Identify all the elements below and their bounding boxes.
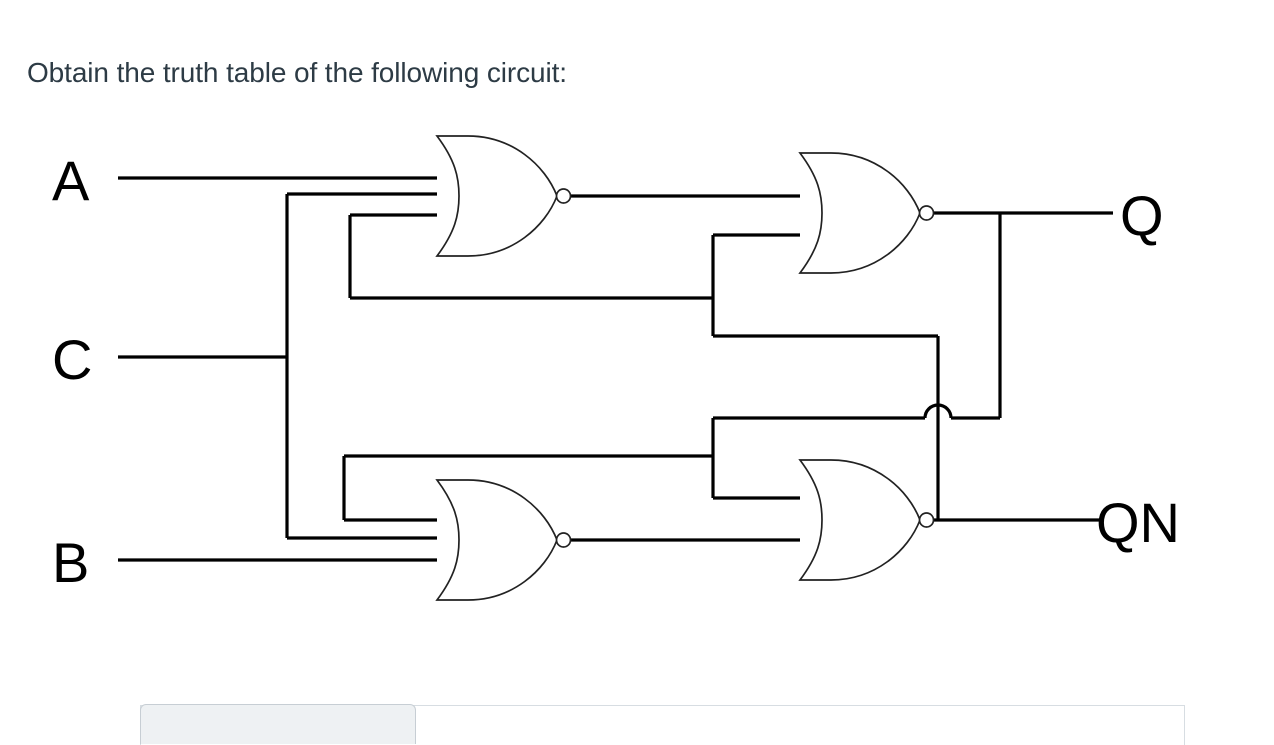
gate-nor-2input-top-right (798, 152, 935, 274)
gate-nor-2input-bottom-right (798, 459, 935, 581)
gate1-inversion-bubble (555, 188, 572, 204)
output-label-q: Q (1120, 184, 1164, 247)
gate4-body (798, 459, 921, 581)
wires-group (118, 176, 1113, 562)
gate4-inversion-bubble (918, 512, 935, 528)
page-root: Obtain the truth table of the following … (0, 57, 1274, 745)
circuit-diagram: A C B Q QN (0, 110, 1274, 630)
circuit-svg: A C B Q QN (52, 135, 1180, 601)
gate3-body (435, 479, 558, 601)
bottom-answer-panel (140, 700, 1185, 745)
gate-nor-3input-top-left (435, 135, 572, 257)
page-title: Obtain the truth table of the following … (27, 57, 567, 88)
gate-nor-3input-bottom-left (435, 479, 572, 601)
output-label-qn: QN (1096, 491, 1180, 554)
input-label-b: B (52, 531, 89, 594)
input-label-c: C (52, 328, 92, 391)
input-label-a: A (52, 149, 90, 212)
gate3-inversion-bubble (555, 532, 572, 548)
gate1-body (435, 135, 558, 257)
gate2-body (798, 152, 921, 274)
gate2-inversion-bubble (918, 205, 935, 221)
answer-panel-tab[interactable] (140, 704, 416, 744)
